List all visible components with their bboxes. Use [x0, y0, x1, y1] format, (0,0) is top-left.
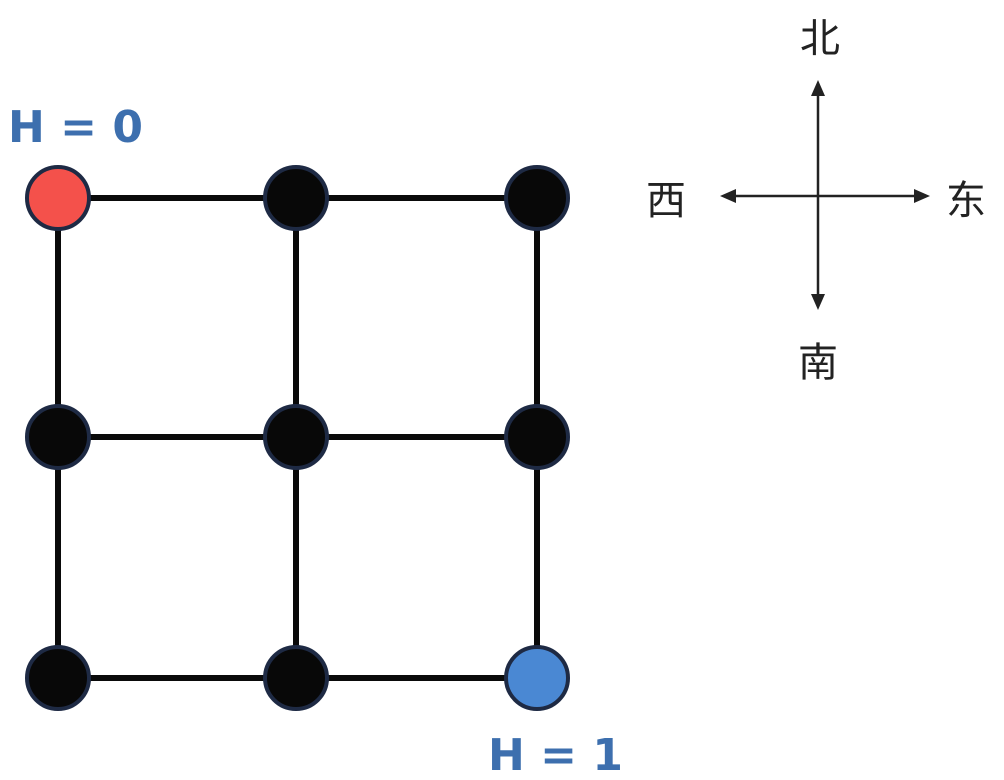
south-arrow-icon [811, 294, 825, 310]
compass-south-label: 南 [798, 340, 838, 386]
node-2-3 [504, 404, 570, 470]
node-3-2 [263, 645, 329, 711]
node-1-3 [504, 165, 570, 231]
east-arrow-icon [914, 189, 930, 203]
compass-west-label: 西 [646, 178, 686, 224]
node-2-2 [263, 404, 329, 470]
compass: 北 南 西 东 [646, 16, 986, 386]
north-arrow-icon [811, 80, 825, 96]
west-arrow-icon [720, 189, 736, 203]
compass-east-label: 东 [946, 178, 986, 224]
goal-label: H = 1 [488, 730, 623, 780]
node-1-2 [263, 165, 329, 231]
start-node [25, 165, 91, 231]
node-2-1 [25, 404, 91, 470]
start-label: H = 0 [8, 102, 143, 153]
node-3-1 [25, 645, 91, 711]
compass-north-label: 北 [800, 16, 840, 62]
goal-node [504, 645, 570, 711]
grid-nodes [25, 165, 570, 711]
grid-edges [55, 195, 540, 681]
